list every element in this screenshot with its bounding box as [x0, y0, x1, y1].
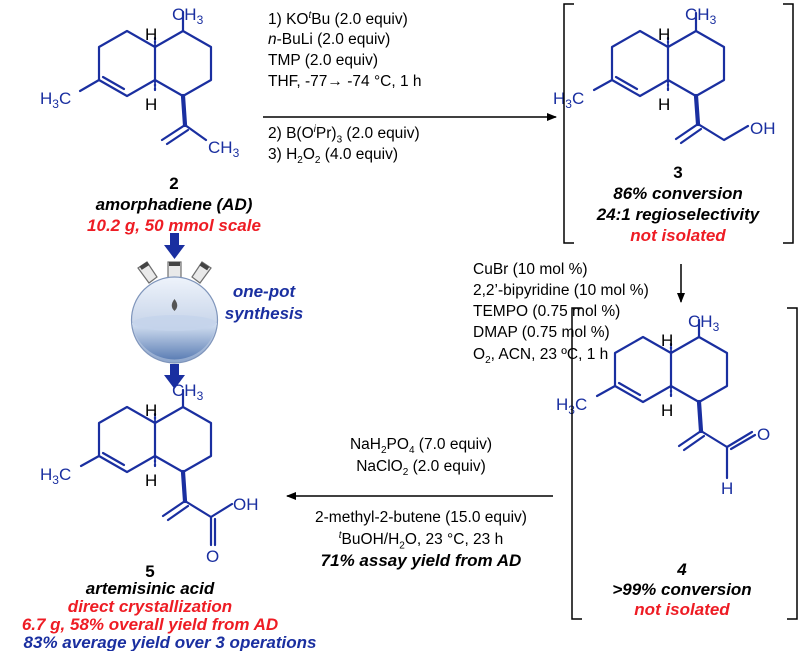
compound-5-name: artemisinic acid — [85, 579, 215, 598]
step3-cond-3: 2-methyl-2-butene (15.0 equiv) — [315, 509, 527, 526]
atom-ch3-4: CH3 — [688, 312, 720, 334]
atom-ch3-5: CH3 — [172, 381, 204, 403]
molecule-3 — [592, 11, 750, 145]
atom-ch3-2a: CH3 — [172, 5, 204, 27]
step2-cond-5: O2, ACN, 23 ºC, 1 h — [473, 346, 609, 367]
atom-oh-3: OH — [750, 119, 776, 138]
compound-3-selectivity: 24:1 regioselectivity — [596, 205, 760, 224]
step2-cond-2: 2,2’-bipyridine (10 mol %) — [473, 282, 649, 299]
atom-h-2b: H — [145, 95, 157, 114]
atom-h-5a: H — [145, 401, 157, 420]
molecule-4 — [595, 318, 757, 480]
atom-ch3-2b: CH3 — [208, 138, 240, 160]
step1-cond-2: n-BuLi (2.0 equiv) — [268, 31, 391, 48]
atom-oh-5: OH — [233, 495, 259, 514]
step1-cond-6: 3) H2O2 (4.0 equiv) — [268, 146, 399, 167]
step3-cond-4: tBuOH/H2O, 23 °C, 23 h — [338, 530, 504, 552]
one-pot-label-2: synthesis — [224, 304, 304, 323]
one-pot-label-1: one-pot — [232, 282, 296, 301]
atom-h-4c: H — [721, 479, 733, 498]
bracket-4 — [571, 307, 798, 620]
atom-h-5b: H — [145, 471, 157, 490]
step2-cond-3: TEMPO (0.75 mol %) — [473, 303, 621, 320]
compound-2-name: amorphadiene (AD) — [95, 195, 253, 214]
compound-5-note-3: 83% average yield over 3 operations — [23, 633, 317, 651]
molecule-2 — [78, 10, 213, 146]
step3-cond-5: 71% assay yield from AD — [320, 551, 522, 570]
atom-o-4: O — [757, 425, 770, 444]
atom-h3c-5: H3C — [40, 465, 71, 487]
bracket-3 — [563, 3, 794, 244]
atom-o-5: O — [206, 547, 219, 566]
down-arrow-icon — [164, 233, 185, 259]
step1-cond-3: TMP (2.0 equiv) — [268, 52, 378, 69]
compound-5-note-2: 6.7 g, 58% overall yield from AD — [21, 615, 279, 634]
step3-cond-2: NaClO2 (2.0 equiv) — [356, 458, 486, 479]
compound-5-note-1: direct crystallization — [67, 597, 233, 616]
atom-h-4b: H — [661, 401, 673, 420]
step1-cond-4: THF, -77→ -74 °C, 1 h — [268, 73, 422, 90]
atom-h3c-2: H3C — [40, 89, 71, 111]
flask-icon — [130, 261, 219, 364]
compound-3-conversion: 86% conversion — [613, 184, 743, 203]
atom-h-2a: H — [145, 25, 157, 44]
compound-2-scale: 10.2 g, 50 mmol scale — [87, 216, 261, 235]
atom-h-3b: H — [658, 95, 670, 114]
step3-cond-1: NaH2PO4 (7.0 equiv) — [349, 436, 493, 457]
atom-h-3a: H — [658, 25, 670, 44]
step1-cond-5: 2) B(OiPr)3 (2.0 equiv) — [268, 124, 420, 146]
atom-ch3-3: CH3 — [685, 5, 717, 27]
molecule-5 — [79, 388, 234, 547]
compound-4-number: 4 — [677, 560, 687, 579]
compound-5-number: 5 — [145, 562, 155, 581]
compound-4-conversion: >99% conversion — [612, 580, 752, 599]
atom-h3c-3: H3C — [553, 89, 584, 111]
step2-cond-1: CuBr (10 mol %) — [473, 261, 588, 278]
down-arrow-icon — [164, 364, 185, 389]
compound-3-status: not isolated — [630, 226, 726, 245]
atom-h-4a: H — [661, 331, 673, 350]
compound-2-number: 2 — [169, 174, 179, 193]
step2-cond-4: DMAP (0.75 mol %) — [473, 324, 610, 341]
compound-4-status: not isolated — [634, 600, 730, 619]
compound-3-number: 3 — [673, 163, 683, 182]
step1-cond-1: 1) KOtBu (2.0 equiv) — [268, 10, 408, 29]
